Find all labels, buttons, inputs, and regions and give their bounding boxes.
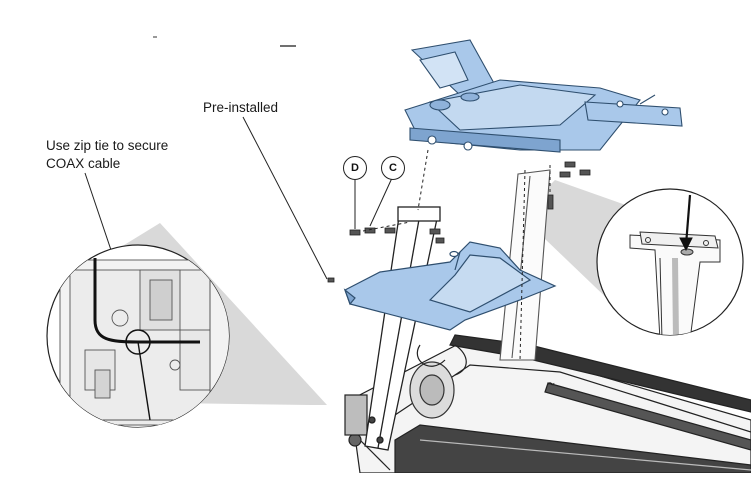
svg-text:~: ~ bbox=[547, 378, 555, 389]
stray-marks bbox=[153, 36, 296, 47]
zip-tie-note-line1: Use zip tie to secure bbox=[46, 138, 169, 153]
pre-installed-label: Pre-installed bbox=[203, 100, 279, 115]
motor-cover bbox=[343, 241, 557, 331]
callout-c: C bbox=[381, 156, 405, 180]
assembly-dashes bbox=[362, 149, 551, 361]
console-assembly bbox=[404, 39, 683, 153]
treadmill-deck: ~ bbox=[344, 334, 751, 474]
upright-right bbox=[499, 169, 551, 361]
callout-d: D bbox=[343, 156, 367, 180]
detail-circle-right bbox=[596, 188, 744, 336]
detail-circle-left bbox=[46, 244, 230, 428]
zip-tie-note-line2: COAX cable bbox=[46, 156, 121, 171]
hardware-screws bbox=[327, 161, 591, 283]
